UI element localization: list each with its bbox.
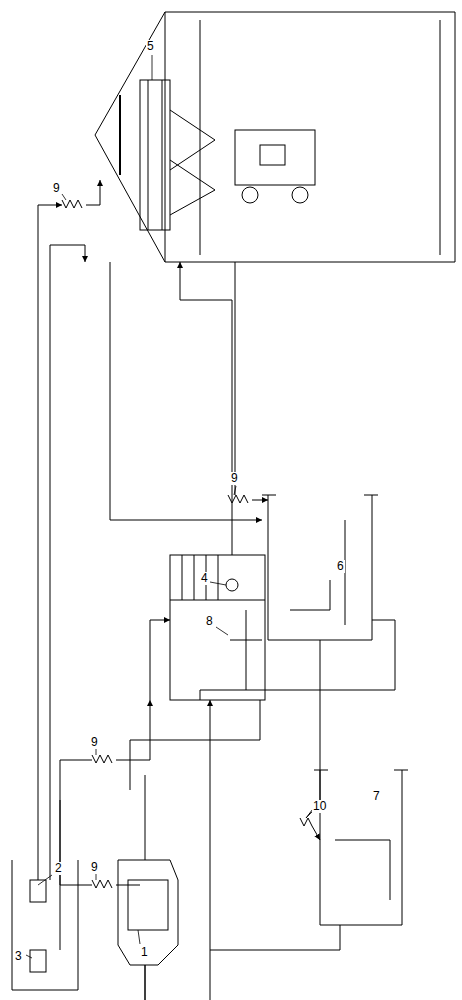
callout-number: 2 bbox=[54, 862, 63, 875]
callout-number: 5 bbox=[146, 40, 155, 53]
callout-number: 6 bbox=[336, 560, 345, 573]
callout-number: 8 bbox=[205, 615, 214, 628]
callout-number: 7 bbox=[372, 790, 381, 803]
callout-number: 4 bbox=[200, 572, 209, 585]
callout-number: 9 bbox=[90, 736, 99, 749]
callout-number: 9 bbox=[52, 182, 61, 195]
callout-number: 9 bbox=[90, 861, 99, 874]
callout-number: 10 bbox=[312, 800, 327, 813]
callout-number: 1 bbox=[140, 946, 149, 959]
callout-number: 3 bbox=[14, 950, 23, 963]
callout-number: 9 bbox=[230, 472, 239, 485]
